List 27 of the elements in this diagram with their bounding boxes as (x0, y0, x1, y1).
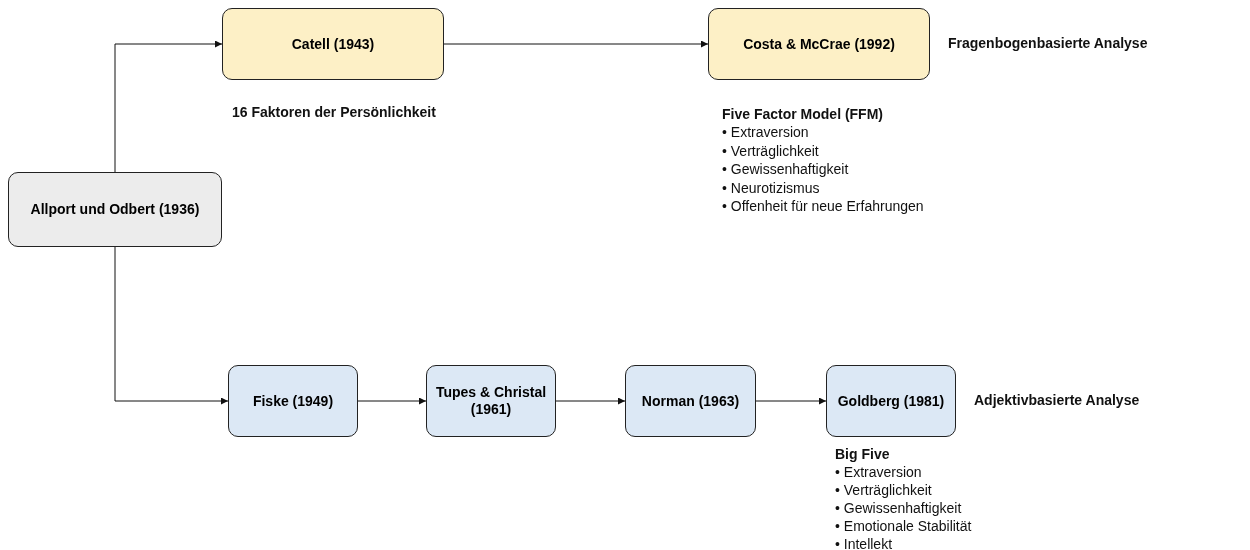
list-item: • Extraversion (835, 464, 922, 481)
process-box: Allport und Odbert (1936) (8, 172, 222, 247)
arrow (114, 40, 223, 173)
list-item: • Neurotizismus (722, 179, 820, 197)
process-box: Costa & McCrae (1992) (708, 8, 930, 80)
list-item: • Offenheit für neue Erfahrungen (722, 198, 924, 215)
list-item: • Gewissenhaftigkeit (835, 500, 962, 517)
arrow (357, 397, 427, 405)
process-box: Goldberg (1981) (826, 365, 956, 437)
arrow (114, 246, 229, 405)
list-item: • Emotionale Stabilität (835, 518, 972, 535)
annotation-text: Adjektivbasierte Analyse (974, 392, 1140, 409)
annotation-text: Five Factor Model (FFM) (722, 106, 883, 123)
arrow (555, 397, 626, 405)
process-box: Catell (1943) (222, 8, 444, 80)
arrow (755, 397, 827, 405)
process-box: Norman (1963) (625, 365, 756, 437)
list-item: • Intellekt (835, 536, 893, 550)
arrow (443, 40, 709, 48)
process-box: Tupes & Christal (1961) (426, 365, 556, 437)
annotation-text: Fragenbogenbasierte Analyse (948, 35, 1148, 52)
list-item: • Verträglichkeit (835, 482, 932, 499)
list-item: • Extraversion (722, 124, 809, 141)
process-box: Fiske (1949) (228, 365, 358, 437)
list-item: • Gewissenhaftigkeit (722, 161, 849, 178)
annotation-text: 16 Faktoren der Persönlichkeit (232, 104, 436, 121)
list-item: • Verträglichkeit (722, 142, 819, 160)
